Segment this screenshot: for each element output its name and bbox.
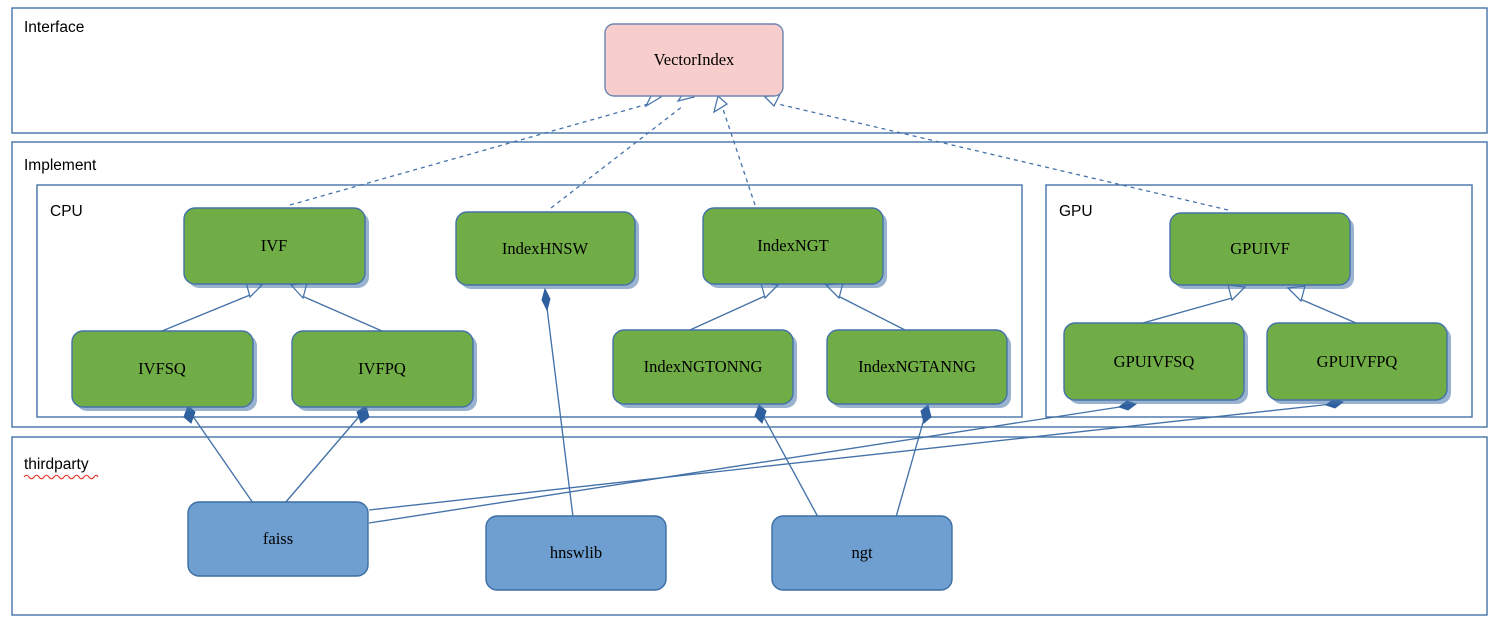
node-indexhnsw[interactable]: IndexHNSW — [455, 211, 639, 289]
node-ivfsq-rect — [71, 330, 254, 408]
node-faiss-label: faiss — [263, 529, 293, 548]
node-gpuivfpq-rect — [1266, 322, 1448, 401]
container-interface-label: Interface — [24, 19, 84, 36]
node-ivfsq[interactable]: IVFSQ — [71, 330, 257, 411]
edge-ivfpq-ivf — [301, 295, 383, 332]
container-implement-label: Implement — [24, 157, 97, 174]
container-cpu-label: CPU — [50, 203, 83, 220]
spellcheck-squiggle-icon — [23, 474, 99, 480]
edge-gpuivf-vectorindex — [777, 103, 1229, 211]
node-gpuivfsq-rect — [1063, 322, 1245, 401]
node-indexngtanng-rect — [826, 329, 1008, 405]
edge-ivf-vectorindex — [289, 103, 649, 206]
node-hnswlib[interactable]: hnswlib — [485, 515, 667, 591]
diamond-composition-indexhnsw — [541, 287, 551, 312]
node-gpuivfpq[interactable]: GPUIVFPQ — [1266, 322, 1451, 404]
edge-ivfsq-ivf — [161, 294, 251, 332]
node-vectorindex-rect — [604, 23, 784, 97]
edge-faiss-ivfsq — [189, 411, 254, 504]
node-hnswlib-label: hnswlib — [550, 543, 602, 562]
edge-gpuivfpq-gpuivf — [1299, 298, 1357, 324]
edge-faiss-gpuivfsq — [368, 405, 1127, 524]
edge-indexngt-vectorindex — [721, 105, 756, 206]
node-indexngtanng-label: IndexNGTANNG — [858, 357, 976, 376]
nodes-group: VectorIndex IVF IndexHNSW IndexNGT — [71, 23, 1451, 591]
node-ivf[interactable]: IVF — [183, 207, 369, 288]
node-indexngt-label: IndexNGT — [757, 236, 828, 255]
container-thirdparty-label: thirdparty — [24, 456, 89, 473]
edge-indexngtonng-indexngt — [689, 295, 766, 331]
diamond-composition-indexngtonng — [754, 404, 767, 424]
node-ngt[interactable]: ngt — [771, 515, 953, 591]
edges-composition — [183, 287, 1345, 524]
node-ivf-rect — [183, 207, 366, 285]
node-ivfsq-label: IVFSQ — [138, 359, 186, 378]
node-gpuivfsq[interactable]: GPUIVFSQ — [1063, 322, 1248, 404]
node-indexngt[interactable]: IndexNGT — [702, 207, 887, 288]
node-indexhnsw-label: IndexHNSW — [502, 239, 589, 258]
node-vectorindex[interactable]: VectorIndex — [604, 23, 784, 97]
node-faiss[interactable]: faiss — [187, 501, 369, 577]
node-hnswlib-rect — [485, 515, 667, 591]
edge-faiss-gpuivfpq — [368, 403, 1333, 511]
node-ivfpq-rect — [291, 330, 474, 408]
node-gpuivf-rect — [1169, 212, 1351, 286]
edge-indexhnsw-vectorindex — [550, 105, 684, 209]
edge-hnswlib-indexhnsw — [545, 299, 574, 518]
container-gpu-label: GPU — [1059, 203, 1093, 220]
node-indexngtonng[interactable]: IndexNGTONNG — [612, 329, 797, 408]
edge-gpuivfsq-gpuivf — [1142, 297, 1233, 324]
node-gpuivfsq-label: GPUIVFSQ — [1114, 352, 1195, 371]
edge-indexngtanng-indexngt — [837, 295, 906, 331]
node-vectorindex-label: VectorIndex — [654, 50, 735, 69]
node-faiss-rect — [187, 501, 369, 577]
node-gpuivfpq-label: GPUIVFPQ — [1317, 352, 1398, 371]
node-ngt-label: ngt — [851, 543, 873, 562]
arrowhead-hollow-triangle-indexngt — [713, 94, 729, 114]
edge-ngt-indexngtanng — [895, 411, 927, 518]
node-ngt-rect — [771, 515, 953, 591]
node-ivfpq-label: IVFPQ — [358, 359, 406, 378]
node-indexngtanng[interactable]: IndexNGTANNG — [826, 329, 1011, 408]
node-gpuivf[interactable]: GPUIVF — [1169, 212, 1354, 289]
diamond-composition-indexngtanng — [920, 404, 932, 424]
node-indexngtonng-rect — [612, 329, 794, 405]
edge-ngt-indexngtonng — [760, 411, 819, 518]
node-ivf-label: IVF — [261, 236, 288, 255]
node-ivfpq[interactable]: IVFPQ — [291, 330, 477, 411]
edge-faiss-ivfpq — [284, 411, 364, 504]
node-indexhnsw-rect — [455, 211, 636, 286]
node-indexngt-rect — [702, 207, 884, 285]
node-gpuivf-label: GPUIVF — [1230, 239, 1290, 258]
node-indexngtonng-label: IndexNGTONNG — [644, 357, 763, 376]
